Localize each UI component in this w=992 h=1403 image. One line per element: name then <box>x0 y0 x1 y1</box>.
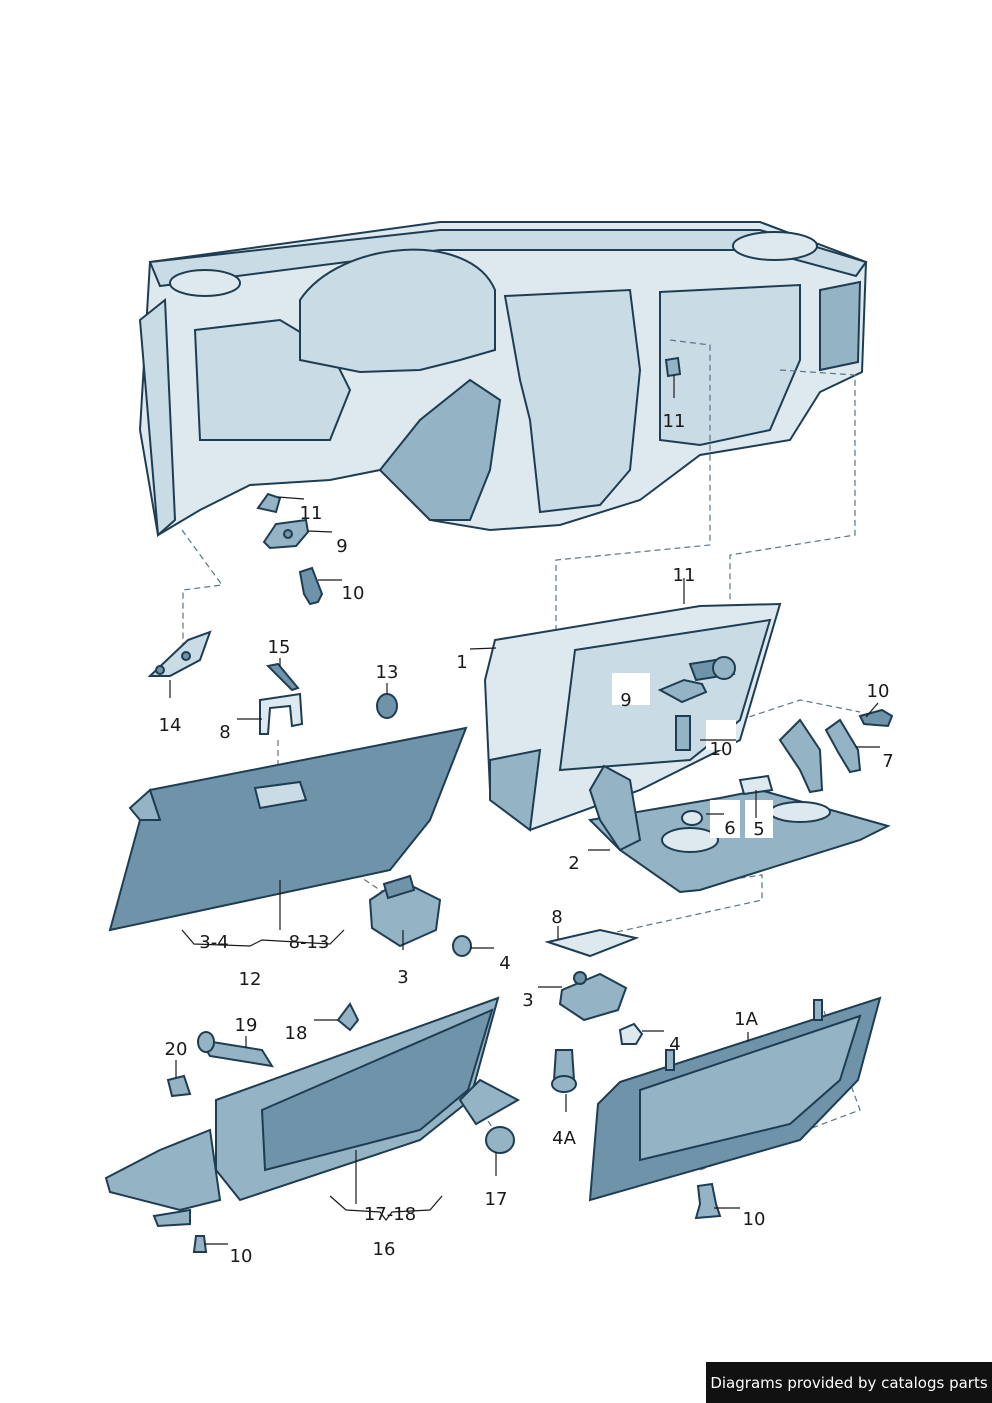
nut-4-lower <box>618 1022 644 1045</box>
screw-10-right <box>858 708 894 728</box>
footer-credit: Diagrams provided by catalogs parts <box>706 1362 992 1403</box>
part-label-8-13: 8-13 <box>288 932 330 953</box>
part-label-5: 5 <box>753 819 765 840</box>
glovebox-assembly-16 <box>104 996 521 1228</box>
part-label-16: 16 <box>372 1239 396 1260</box>
grommet-13 <box>376 693 398 719</box>
part-label-11: 11 <box>299 503 323 524</box>
part-label-10: 10 <box>341 583 365 604</box>
part-label-10: 10 <box>229 1246 253 1267</box>
part-label-14: 14 <box>158 715 182 736</box>
part-label-11: 11 <box>662 411 686 432</box>
part-label-13: 13 <box>375 662 399 683</box>
part-label-10: 10 <box>709 739 733 760</box>
tab-18 <box>336 1002 360 1032</box>
part-label-20: 20 <box>164 1039 188 1060</box>
glovebox-lid-12 <box>108 726 468 932</box>
leader-lines <box>169 375 880 1245</box>
screw-10-bottom-left <box>192 1235 208 1253</box>
clip-20 <box>166 1074 192 1098</box>
damper-7 <box>824 718 862 774</box>
part-label-9: 9 <box>336 536 348 557</box>
pin-19 <box>197 1031 275 1068</box>
glovebox-tray-2 <box>587 718 891 894</box>
part-label-3: 3 <box>397 967 409 988</box>
part-label-8: 8 <box>551 907 563 928</box>
part-label-18: 18 <box>284 1023 308 1044</box>
part-label-11: 11 <box>672 565 696 586</box>
part-label-19: 19 <box>234 1015 258 1036</box>
latch-3 <box>368 874 442 948</box>
bracket-9 <box>657 678 708 704</box>
part-label-1: 1 <box>456 652 468 673</box>
part-label-12: 12 <box>238 969 262 990</box>
part-label-2: 2 <box>568 853 580 874</box>
bushing-4A <box>551 1049 577 1093</box>
hinge-bracket-14 <box>147 630 212 677</box>
knob-17 <box>485 1126 515 1154</box>
part-label-7: 7 <box>882 751 894 772</box>
part-label-4: 4 <box>499 953 511 974</box>
part-label-3: 3 <box>522 990 534 1011</box>
clip-11-top <box>664 356 682 378</box>
part-label-10: 10 <box>866 681 890 702</box>
bracket-hardware-left <box>256 492 324 606</box>
part-label-10: 10 <box>742 1209 766 1230</box>
knob-4 <box>452 935 472 957</box>
part-label-9: 9 <box>620 690 632 711</box>
part-label-4a: 4A <box>552 1128 576 1149</box>
latch-3-lower <box>558 971 628 1022</box>
clip-8-lower <box>544 928 640 958</box>
part-label-1a: 1A <box>734 1009 758 1030</box>
part-label-17-18: 17-18 <box>363 1204 417 1225</box>
part-label-15: 15 <box>267 637 291 658</box>
screw-10-bottom-right <box>694 1182 722 1220</box>
part-label-4: 4 <box>669 1034 681 1055</box>
dashboard-panel <box>138 221 868 538</box>
screw-15 <box>265 662 300 692</box>
clip-8 <box>259 692 304 735</box>
part-label-17: 17 <box>484 1189 508 1210</box>
part-label-3-4: 3-4 <box>199 932 229 953</box>
part-label-8: 8 <box>219 722 231 743</box>
part-label-6: 6 <box>724 818 736 839</box>
glovebox-liner-1A <box>588 996 882 1202</box>
